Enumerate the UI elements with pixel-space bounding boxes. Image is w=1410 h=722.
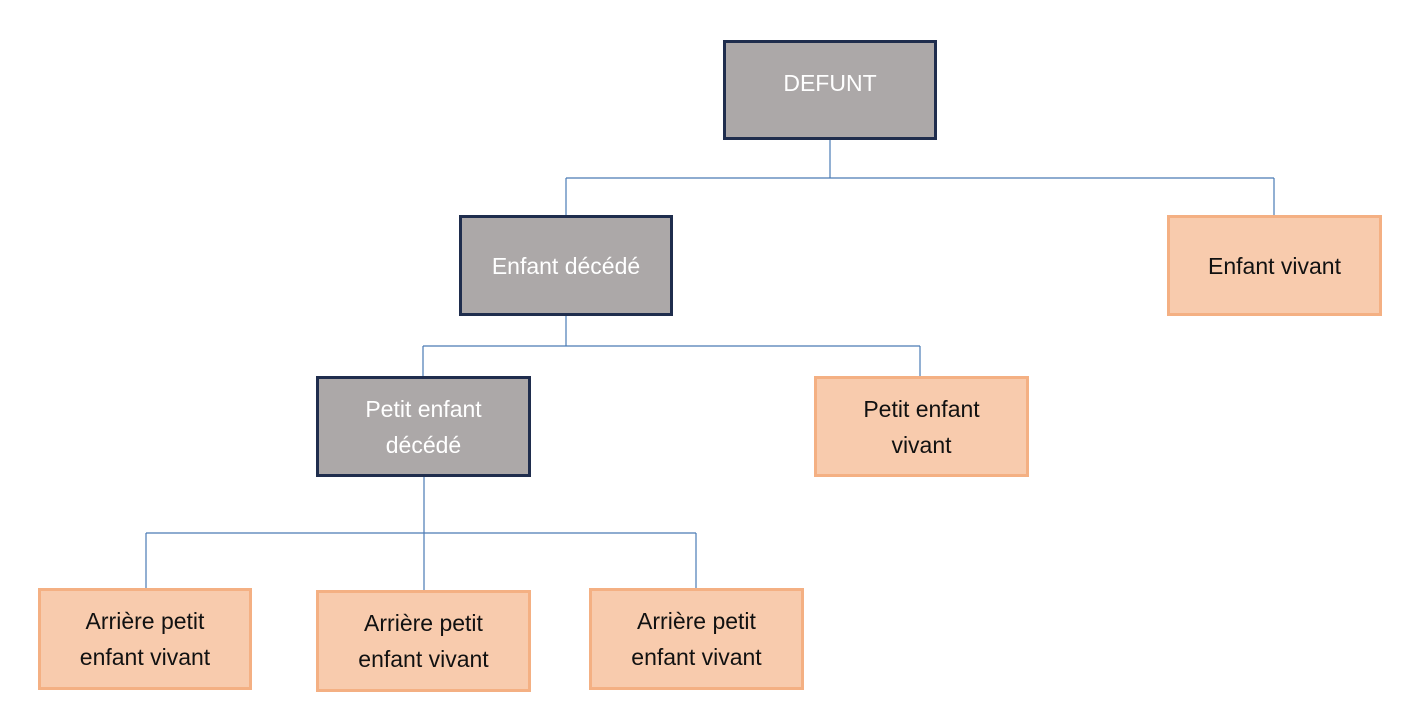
node-petit-enfant-vivant-line2: vivant <box>891 431 952 458</box>
node-arriere-1-line2: enfant vivant <box>79 644 211 670</box>
node-petit-enfant-decede-line1: Petit enfant <box>365 395 482 422</box>
node-arriere-3-line2: enfant vivant <box>631 644 762 670</box>
node-arriere-petit-enfant-3: Arrière petit enfant vivant <box>589 588 804 690</box>
node-enfant-decede-label: Enfant décédé <box>491 252 641 279</box>
node-enfant-vivant-label: Enfant vivant <box>1208 252 1341 279</box>
node-arriere-1-line1: Arrière petit <box>85 608 205 634</box>
node-petit-enfant-decede-line2: décédé <box>385 431 462 458</box>
node-petit-enfant-decede: Petit enfant décédé <box>316 376 531 477</box>
node-petit-enfant-vivant-line1: Petit enfant <box>863 395 980 422</box>
node-petit-enfant-vivant: Petit enfant vivant <box>814 376 1029 477</box>
node-enfant-decede: Enfant décédé <box>459 215 673 316</box>
node-defunt: DEFUNT <box>723 40 937 140</box>
node-arriere-petit-enfant-2: Arrière petit enfant vivant <box>316 590 531 692</box>
node-arriere-petit-enfant-1: Arrière petit enfant vivant <box>38 588 252 690</box>
node-arriere-2-line1: Arrière petit <box>364 610 483 636</box>
node-arriere-2-line2: enfant vivant <box>358 646 489 672</box>
node-defunt-label: DEFUNT <box>783 70 877 96</box>
node-arriere-3-line1: Arrière petit <box>637 608 756 634</box>
node-enfant-vivant: Enfant vivant <box>1167 215 1382 316</box>
